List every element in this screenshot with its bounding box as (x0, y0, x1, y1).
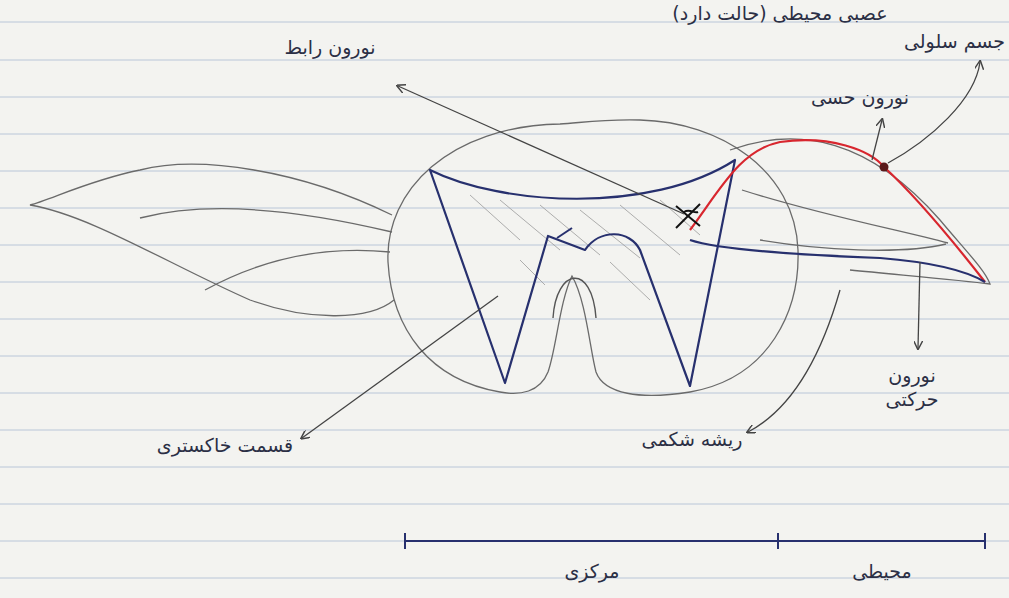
sensory-neuron (690, 140, 985, 282)
leader-lines (302, 62, 980, 438)
label: جسم سلولی (904, 30, 1005, 54)
motor-neuron (690, 240, 985, 282)
label: قسمت خاکستری (157, 434, 293, 458)
scale-label: مرکزی (564, 560, 619, 584)
title: عصبی محیطی (حالت دارد) (672, 2, 887, 26)
tick (557, 228, 572, 238)
cell-body (880, 163, 889, 172)
label: نورون حسی (811, 86, 909, 110)
paper-lines (0, 22, 1009, 578)
label: نورون رابط (284, 36, 375, 60)
interneuron (676, 204, 700, 228)
gray-matter (430, 160, 735, 386)
label: نورون حرکتی (872, 364, 952, 412)
scale-bar (405, 533, 985, 549)
scale-label: محیطی (852, 560, 912, 584)
label: ریشه شکمی (642, 428, 743, 452)
central-arch (553, 278, 596, 318)
pencil-sketch (30, 120, 990, 396)
